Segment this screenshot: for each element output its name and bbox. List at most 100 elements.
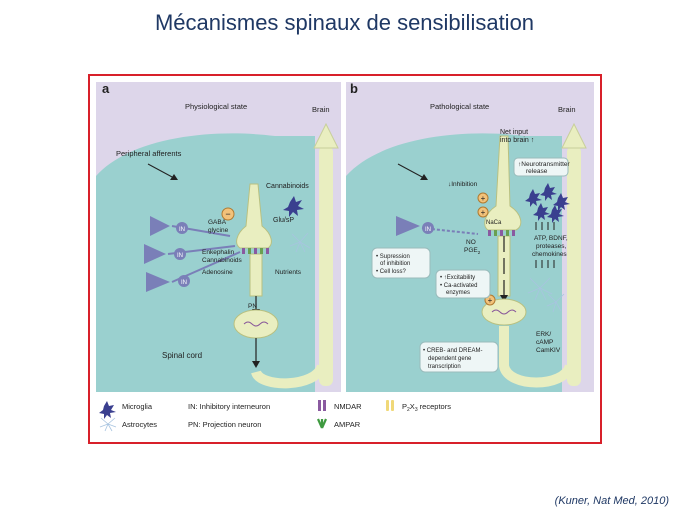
nmdar-icon	[318, 400, 326, 411]
panel-a-receptors	[242, 248, 269, 254]
panel-b: + + + IN	[346, 81, 594, 392]
legend: Microglia Astrocytes IN: Inhibitory inte…	[99, 400, 451, 432]
panel-b-inhibition-label: ↓Inhibition	[448, 181, 478, 188]
panel-b-receptors	[488, 230, 515, 236]
panel-a-projection-neuron	[233, 309, 279, 339]
panel-a-enk-cannabinoids-label: Cannabinoids	[202, 257, 243, 264]
panel-b-plus-circle-1	[477, 192, 489, 204]
panel-b-neurotransmitter-box	[513, 157, 569, 177]
panel-b-axon-loop	[499, 326, 575, 388]
microglia-icon	[99, 401, 116, 419]
panel-b-excitability-box	[435, 269, 491, 299]
panel-a-axon-loop	[251, 363, 327, 389]
panel-a-enkephalin-label: Enkephalin	[202, 249, 235, 256]
panel-a-microglia	[283, 196, 304, 217]
panel-b-creb-box	[419, 341, 499, 373]
panel-a-interneuron-3	[178, 275, 190, 287]
panel-a-cannabinoids-label: Cannabinoids	[266, 183, 309, 190]
panel-a-interneurons: IN IN IN	[144, 216, 241, 292]
panel-a-glycine-label: glycine	[208, 227, 229, 234]
panel-a-gaba-label: GABA	[208, 219, 227, 226]
panel-b-neurotransmitter-2: release	[526, 168, 548, 175]
panel-a-adenosine-label: Adenosine	[202, 269, 233, 276]
legend-in-definition: IN: Inhibitory interneuron	[188, 402, 270, 411]
panel-b-creb-1: • CREB- and DREAM-	[423, 348, 482, 354]
p2x3-icon	[386, 400, 394, 411]
panel-b-plus-circle-2	[477, 206, 489, 218]
panel-b-interneuron: IN	[396, 216, 479, 236]
panel-a-peripheral-afferents-label: Peripheral afferents	[116, 149, 182, 158]
astrocyte-icon	[99, 417, 117, 432]
panel-b-in-label: IN	[425, 227, 431, 233]
panel-b-brain-arrowhead	[561, 122, 587, 149]
panel-b-neurotransmitter-1: ↑Neurotransmitter	[518, 161, 570, 168]
panel-a-minus-sign: −	[225, 209, 230, 219]
legend-p2x3: P2X3 receptors	[402, 402, 451, 413]
panel-b-atp-3: chemokines	[532, 251, 567, 258]
panel-a-interneuron-2	[174, 248, 186, 260]
panel-b-erk-3: CamKIV	[536, 347, 561, 354]
panel-a-interneuron-1	[176, 222, 188, 234]
panel-a-output-arrowhead	[252, 361, 260, 368]
panel-b-projection-neuron	[481, 298, 527, 326]
panel-a: − IN IN IN a Physiological state	[96, 81, 341, 392]
panel-a-dendrite	[249, 253, 263, 297]
panel-a-pn-label: PN	[248, 303, 257, 310]
panel-a-ascending-tract	[319, 146, 333, 386]
panel-b-suppression-box	[371, 247, 431, 279]
panel-b-plus-3: +	[488, 296, 493, 305]
panel-a-inhibition-circle	[221, 207, 235, 221]
panel-a-glu-sp-label: Glu/sP	[273, 217, 294, 224]
panel-b-net-input-1: Net input	[500, 129, 528, 136]
panel-a-brain-arrowhead	[313, 122, 339, 149]
panel-a-afferent-arrow	[147, 163, 175, 179]
panel-b-exc-3: enzymes	[446, 290, 470, 296]
panel-b-supp-3: • Cell loss?	[376, 269, 406, 275]
panel-b-supp-1: • Supression	[376, 254, 410, 260]
slide-title: Mécanismes spinaux de sensibilisation	[154, 10, 535, 35]
panel-b-dna	[491, 309, 517, 315]
panel-b-creb-3: transcription	[428, 364, 461, 370]
panel-a-in-2-label: IN	[177, 253, 183, 259]
legend-pn-definition: PN: Projection neuron	[188, 420, 261, 429]
legend-ampar: AMPAR	[334, 420, 361, 429]
panel-b-afferent-terminal	[484, 135, 522, 231]
panel-b-ascending-tract	[567, 146, 581, 386]
panel-b-no-label: NO	[466, 239, 476, 246]
panel-b-state-label: Pathological state	[430, 102, 489, 111]
panel-a-interneuron-1-dendrites	[150, 216, 170, 236]
panel-b-exc-1: • ↑Excitability	[440, 275, 475, 281]
panel-a-astrocytes	[289, 232, 311, 253]
panel-b-net-input-2: into brain ↑	[500, 137, 534, 144]
panel-a-in-3-label: IN	[181, 280, 187, 286]
legend-nmdar: NMDAR	[334, 402, 362, 411]
panel-b-na-ca-label: NaCa	[486, 220, 502, 226]
panel-a-letter: a	[102, 81, 110, 96]
panel-b-exc-2: • Ca-activated	[440, 283, 477, 289]
panel-b-plus-2: +	[481, 208, 486, 217]
panel-a-nutrients-label: Nutrients	[275, 269, 302, 276]
figure-diagram: − IN IN IN a Physiological state	[96, 81, 594, 432]
figure-frame: − IN IN IN a Physiological state	[88, 74, 602, 444]
panel-a-state-label: Physiological state	[185, 102, 247, 111]
panel-a-in-1-label: IN	[179, 227, 185, 233]
citation: (Kuner, Nat Med, 2010)	[554, 495, 669, 507]
panel-b-release-arrows	[535, 222, 555, 268]
panel-a-dna	[243, 321, 269, 327]
panel-b-pge-label: PGE2	[464, 247, 481, 255]
panel-a-brain-label: Brain	[312, 105, 330, 114]
panel-b-erk-1: ERK/	[536, 331, 551, 338]
ampar-icon	[316, 418, 328, 429]
panel-b-astrocytes	[527, 277, 565, 313]
legend-astrocytes: Astrocytes	[122, 420, 157, 429]
panel-b-plus-1: +	[481, 194, 486, 203]
panel-b-supp-2: of inhibition	[380, 261, 410, 267]
panel-b-afferent-arrow	[397, 163, 425, 179]
panel-b-creb-2: dependent gene	[428, 356, 472, 362]
panel-b-brain-label: Brain	[558, 105, 576, 114]
panel-a-spinal-cord-label: Spinal cord	[162, 351, 202, 360]
panel-b-microglia	[525, 183, 570, 223]
panel-b-atp-2: proteases,	[536, 243, 567, 250]
legend-microglia: Microglia	[122, 402, 153, 411]
panel-b-atp-1: ATP, BDNF,	[534, 235, 568, 242]
